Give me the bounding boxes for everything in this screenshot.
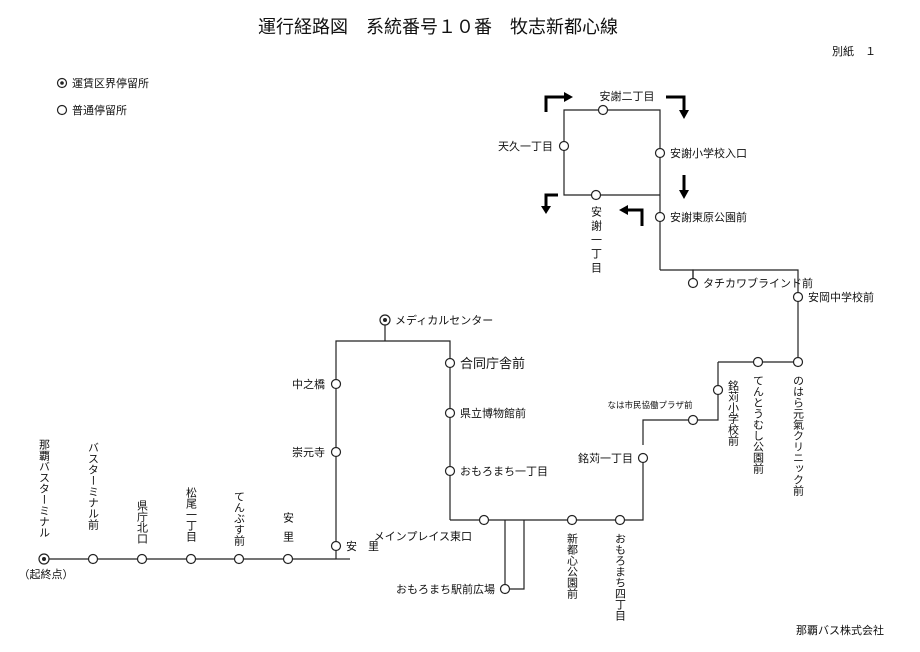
arrow-left-down-1 [541, 193, 558, 214]
stop-omoromachi-1: おもろまち一丁目 [444, 465, 548, 478]
stop-meikari-1: 銘苅一丁目 [578, 451, 649, 465]
stop-label-asato-2: 安 里 [346, 539, 379, 553]
arrow-down [679, 175, 689, 199]
stop-kencho-kitaguchi: 県庁北口 [136, 500, 149, 565]
stop-asato-2: 安 里 [330, 539, 379, 553]
stop-label-omoromachi-4: おもろまち四丁目 [614, 533, 627, 621]
stop-label-naha-plaza: なは市民協働プラザ前 [607, 400, 693, 411]
stop-asato-1: 安里 [282, 511, 295, 565]
stop-sogenji: 崇元寺 [292, 446, 342, 459]
stop-label-asato-1: 安里 [282, 511, 295, 550]
stop-higashibaru: 安謝東原公園前 [654, 210, 747, 224]
stop-label-bus-terminal-mae: バスターミナル前 [87, 442, 100, 531]
stop-label-meikari-es: 銘苅小学校前 [727, 379, 740, 447]
stop-label-omoromachi-1: おもろまち一丁目 [460, 465, 548, 478]
stop-label-tachikawa: タチカワブラインド前 [703, 276, 813, 290]
stop-tachikawa: タチカワブラインド前 [687, 276, 813, 290]
stop-naha-plaza: なは市民協働プラザ前 [607, 400, 699, 426]
stop-label-matsuo-1: 松尾一丁目 [185, 486, 198, 542]
arrow-up-right [544, 92, 573, 112]
stop-nohara: のはら元氣クリニック前 [792, 356, 805, 497]
stop-aja-2: 安謝二丁目 [597, 89, 655, 116]
stop-godo-chosha: 合同庁舎前 [444, 356, 525, 372]
stop-tenbusu-mae: てんぶす前 [233, 491, 246, 565]
stop-tenku-1: 天久一丁目 [498, 140, 570, 153]
stop-label-aja-es: 安謝小学校入口 [670, 146, 747, 160]
stop-meikari-es: 銘苅小学校前 [712, 379, 740, 447]
stop-aoka-jhs: 安岡中学校前 [792, 290, 874, 304]
stop-label-tenku-1: 天久一丁目 [498, 140, 553, 153]
stop-label-naha-bus-terminal: 那覇バスターミナル [38, 439, 51, 538]
stop-shintoshin-koen: 新都心公園前 [566, 514, 579, 600]
stop-medical-center: メディカルセンター [379, 313, 493, 327]
stop-label-nakanohashi: 中之橋 [292, 377, 325, 391]
stop-label-aoka-jhs: 安岡中学校前 [808, 290, 874, 304]
stop-label-sogenji: 崇元寺 [292, 446, 325, 459]
stop-label-nohara: のはら元氣クリニック前 [792, 375, 805, 497]
stop-label-mainplace: メインプレイス東口 [374, 530, 472, 543]
stop-omoromachi-4: おもろまち四丁目 [614, 514, 627, 621]
stop-label-aja-1: 安謝一丁目 [590, 205, 603, 276]
map-title: 運行経路図 系統番号１０番 牧志新都心線 [258, 17, 618, 38]
sheet-label: 別紙 １ [832, 44, 876, 58]
stop-label-aja-2: 安謝二丁目 [600, 89, 655, 103]
stop-matsuo-1: 松尾一丁目 [185, 486, 198, 565]
stop-aja-es: 安謝小学校入口 [654, 146, 747, 160]
stop-nakanohashi: 中之橋 [292, 377, 342, 391]
arrow-left-down-2 [619, 205, 644, 226]
stop-label-tentoumushi: てんとうむし公園前 [752, 375, 765, 475]
stop-aja-1: 安謝一丁目 [590, 189, 603, 276]
stop-naha-bus-terminal: 那覇バスターミナル （起終点） [19, 439, 74, 581]
stop-bus-terminal-mae: バスターミナル前 [87, 442, 100, 565]
stop-label-kencho-kitaguchi: 県庁北口 [136, 500, 149, 544]
stop-label-shintoshin-koen: 新都心公園前 [566, 532, 579, 600]
stop-mainplace: メインプレイス東口 [374, 514, 490, 543]
stop-label-ekimae-hiroba: おもろまち駅前広場 [396, 582, 495, 596]
direction-arrows [541, 92, 689, 226]
stop-tentoumushi: てんとうむし公園前 [752, 356, 765, 475]
arrow-right-down [666, 95, 689, 119]
stop-label-godo-chosha: 合同庁舎前 [460, 356, 525, 372]
stop-label-meikari-1: 銘苅一丁目 [578, 451, 633, 465]
stop-label-hakubutsukan: 県立博物館前 [460, 406, 526, 420]
stop-label-medical-center: メディカルセンター [395, 313, 493, 327]
origin-note: （起終点） [19, 567, 74, 581]
company-name: 那覇バス株式会社 [796, 623, 884, 637]
stop-ekimae-hiroba: おもろまち駅前広場 [396, 582, 511, 596]
legend: 運賃区界停留所 普通停留所 [56, 76, 149, 117]
stops: 那覇バスターミナル （起終点） バスターミナル前 県庁北口 松尾一丁目 てんぶす… [19, 89, 875, 621]
stop-label-higashibaru: 安謝東原公園前 [670, 210, 747, 224]
legend-normal-label: 普通停留所 [72, 103, 127, 117]
stop-hakubutsukan: 県立博物館前 [444, 406, 526, 420]
stop-label-tenbusu-mae: てんぶす前 [233, 491, 246, 547]
legend-fare-boundary-label: 運賃区界停留所 [72, 76, 149, 90]
legend-normal-symbol [56, 104, 68, 116]
